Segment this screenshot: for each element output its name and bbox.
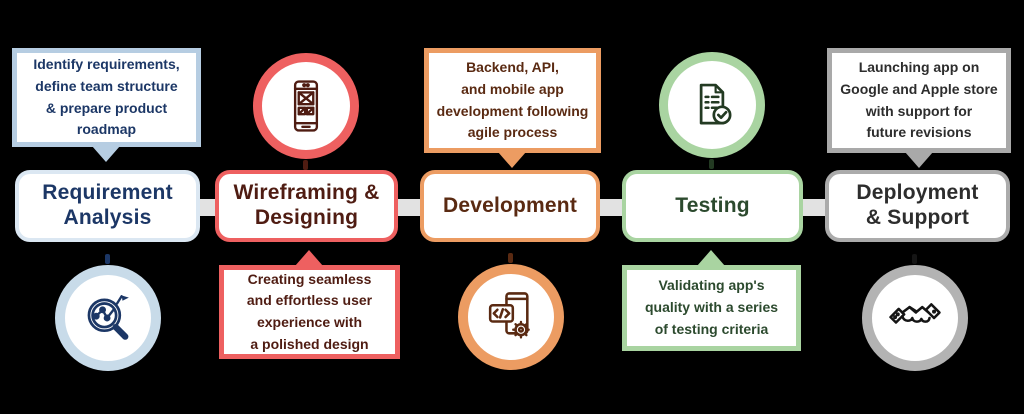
stage-box-testing: Testing	[622, 170, 803, 242]
wireframing-icon-circle	[253, 53, 359, 159]
stem	[912, 254, 917, 264]
stem	[105, 254, 110, 264]
development-icon-circle	[458, 264, 564, 370]
stage-connector	[197, 199, 217, 216]
stage-connector	[801, 199, 827, 216]
stem	[303, 160, 308, 170]
analysis-icon-circle	[55, 265, 161, 371]
analysis-magnifier-icon	[87, 295, 129, 340]
stage-title: Wireframing & Designing	[233, 181, 380, 229]
callout-tail	[295, 250, 323, 266]
handshake-icon	[889, 303, 941, 324]
stage-box-wireframing-designing: Wireframing & Designing	[215, 170, 398, 242]
callout-tail	[498, 152, 526, 168]
callout-text: Backend, API, and mobile app development…	[436, 59, 589, 141]
stage-connector	[396, 199, 422, 216]
stage-connector	[598, 199, 624, 216]
callout-wireframing-designing: Creating seamless and effortless user ex…	[219, 265, 400, 359]
stage-box-development: Development	[420, 170, 600, 242]
callout-text: Validating app's quality with a series o…	[644, 277, 779, 337]
document-check-icon	[699, 83, 732, 125]
phone-code-gear-icon	[488, 292, 530, 339]
stage-title: Testing	[675, 193, 750, 217]
stage-title: Development	[442, 193, 578, 217]
support-icon-circle	[862, 265, 968, 371]
phone-wireframe-icon	[293, 80, 319, 132]
callout-requirement-analysis: Identify requirements, define team struc…	[12, 48, 201, 147]
callout-tail	[92, 146, 120, 162]
callout-text: Identify requirements, define team struc…	[33, 56, 180, 138]
callout-text: Launching app on Google and Apple store …	[840, 59, 998, 141]
callout-testing: Validating app's quality with a series o…	[622, 265, 801, 351]
stage-title: Requirement Analysis	[42, 181, 173, 229]
callout-development: Backend, API, and mobile app development…	[424, 48, 601, 153]
callout-tail	[697, 250, 725, 266]
callout-tail	[905, 152, 933, 168]
stage-title: Deployment & Support	[856, 181, 979, 229]
stage-box-deployment-support: Deployment & Support	[825, 170, 1010, 242]
stem	[508, 253, 513, 263]
stem	[709, 159, 714, 169]
callout-deployment-support: Launching app on Google and Apple store …	[827, 48, 1011, 153]
stage-box-requirement-analysis: Requirement Analysis	[15, 170, 200, 242]
testing-icon-circle	[659, 52, 765, 158]
callout-text: Creating seamless and effortless user ex…	[246, 270, 373, 352]
